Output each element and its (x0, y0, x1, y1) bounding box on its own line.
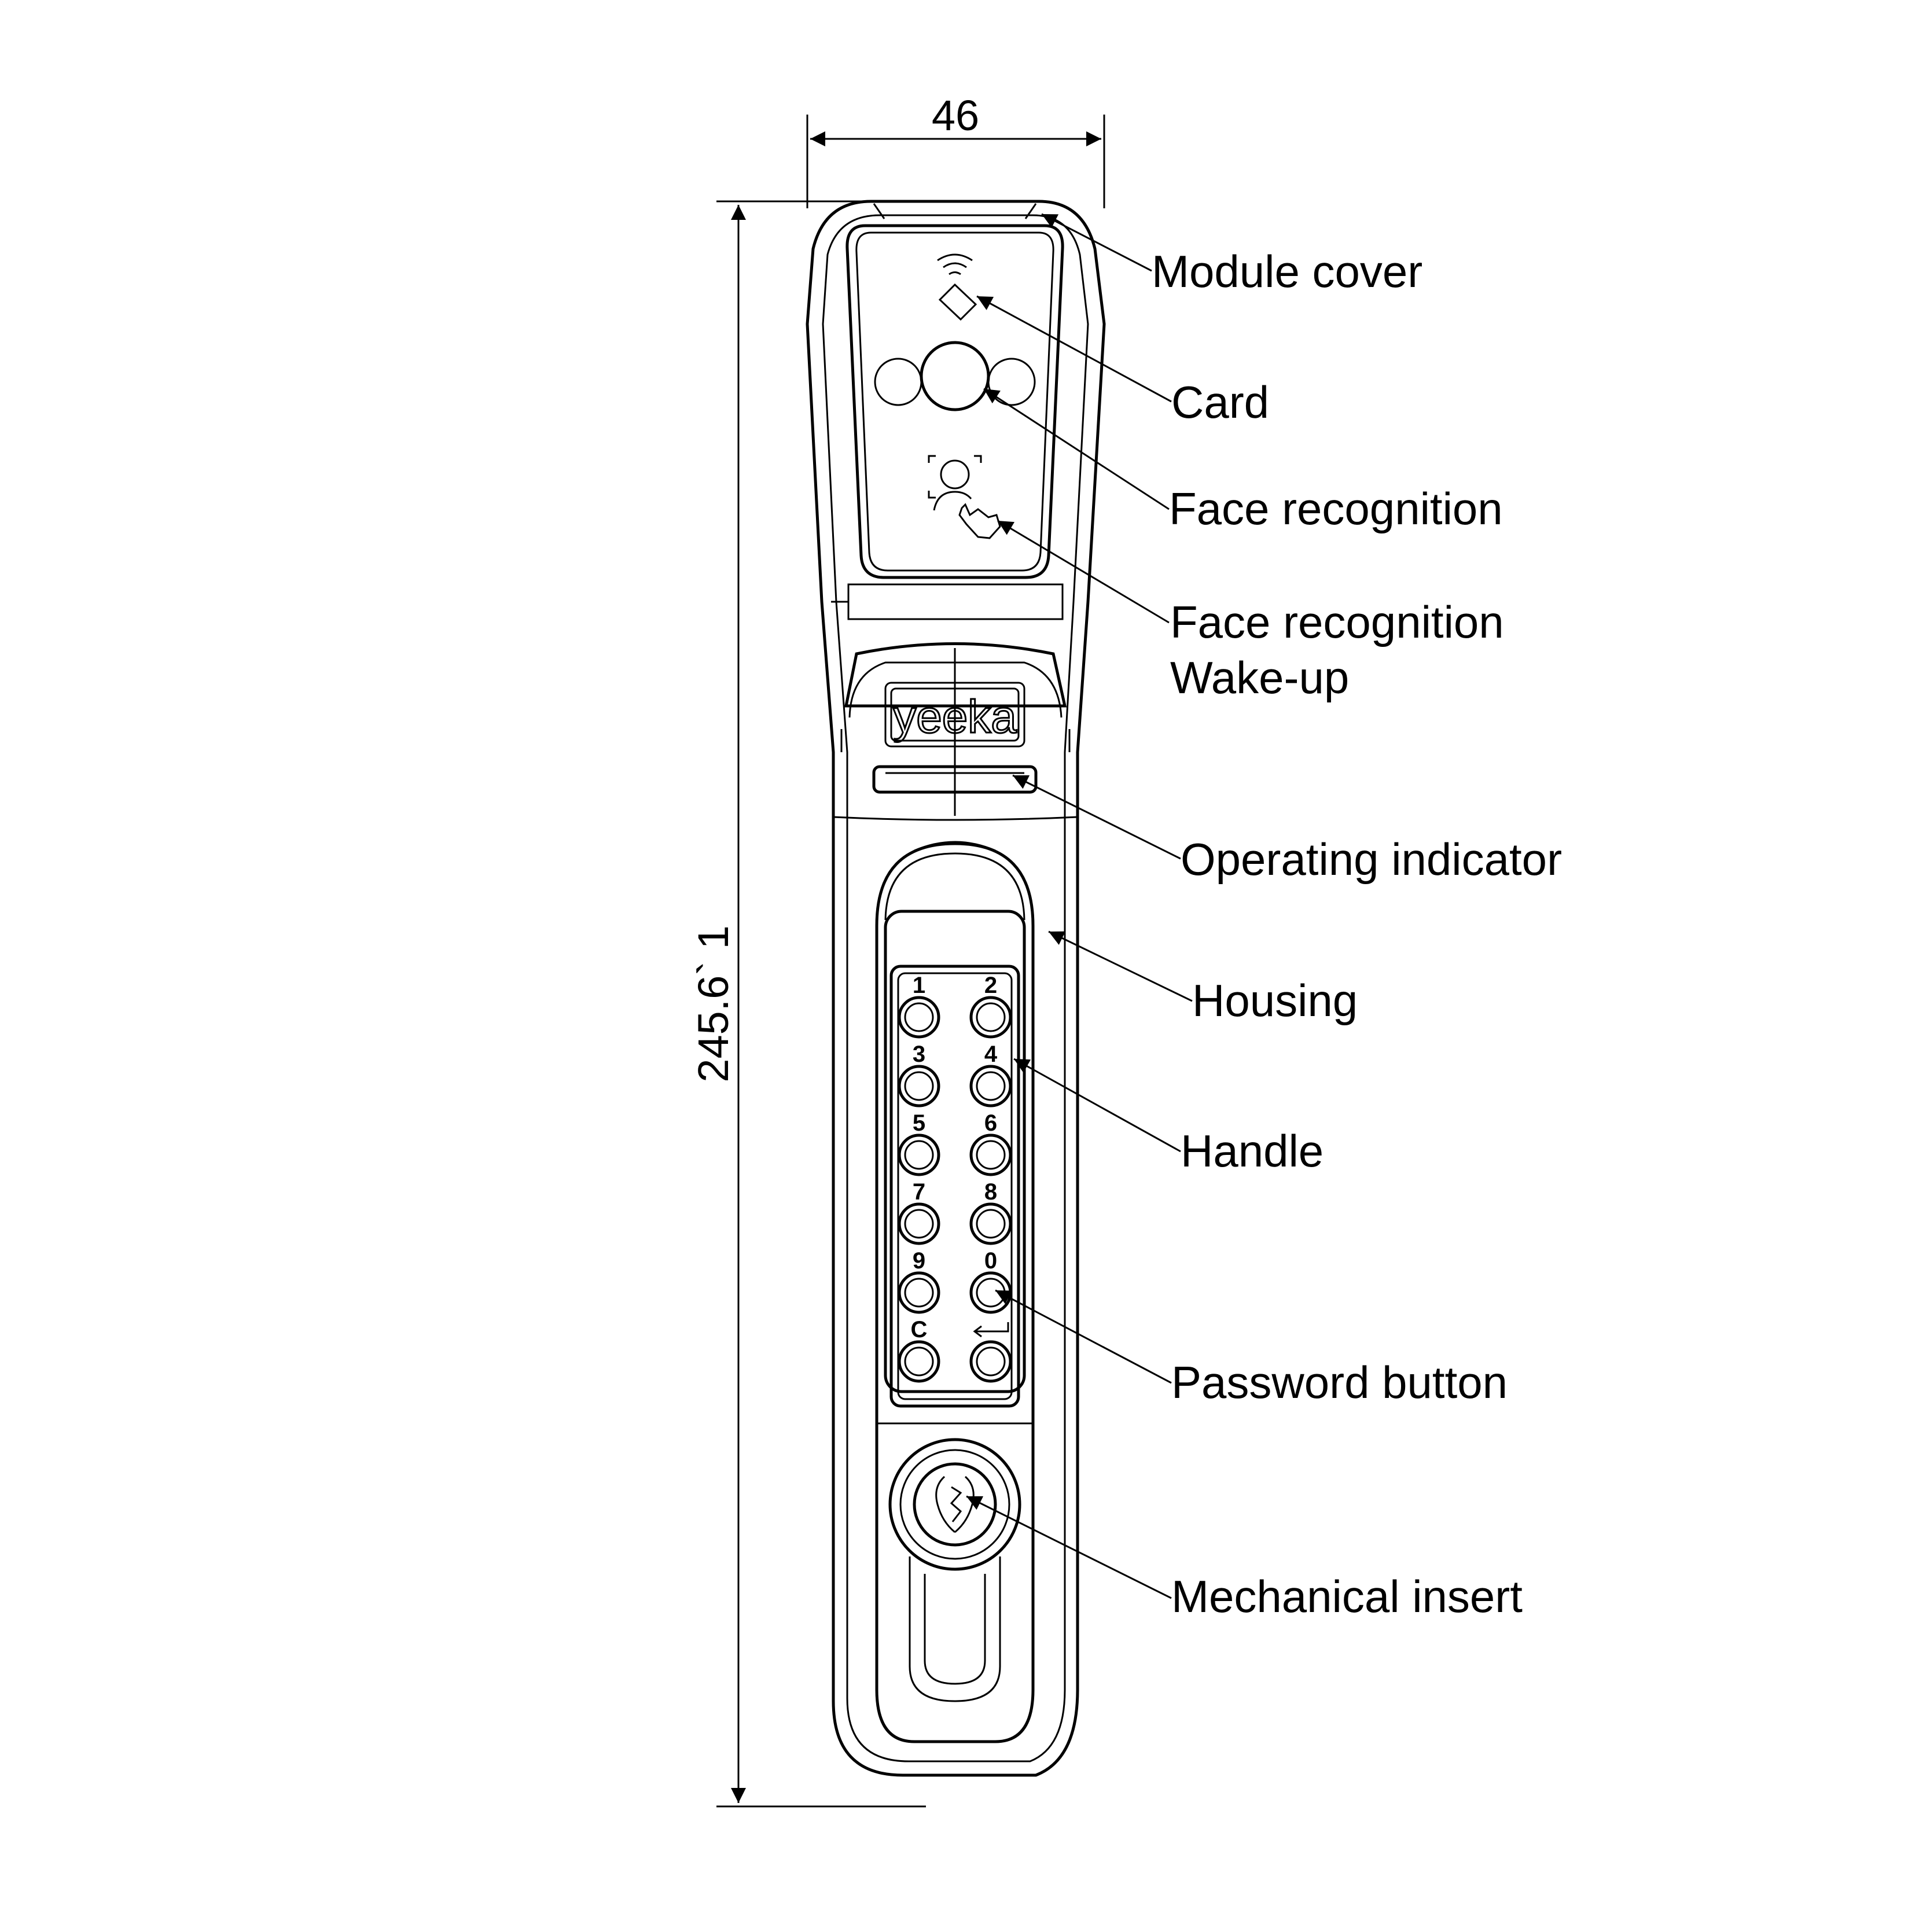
password-button-enter (969, 1322, 1012, 1383)
mechanical-insert (888, 1438, 1021, 1702)
face-scan-touch-icon (928, 455, 1001, 539)
width-dimension: 46 (806, 91, 1105, 208)
logo-area: yeeka (833, 642, 1078, 821)
key-label: 2 (984, 973, 997, 998)
key-face (904, 1278, 934, 1308)
callout-leaders (966, 213, 1193, 1599)
operating-indicator (872, 765, 1038, 794)
key-face (976, 1209, 1006, 1239)
key-label: 7 (913, 1179, 925, 1205)
key-label: 8 (984, 1179, 997, 1205)
key-ring (969, 1202, 1012, 1245)
label-mechanical-insert: Mechanical insert (1171, 1571, 1523, 1622)
enter-arrow-icon (973, 1322, 1009, 1338)
password-button-0: 0 (969, 1248, 1012, 1314)
key-ring (898, 1134, 940, 1176)
label-password-button: Password button (1171, 1357, 1508, 1408)
password-button-6: 6 (969, 1110, 1012, 1176)
keypad (889, 965, 1020, 1408)
password-button-8: 8 (969, 1179, 1012, 1245)
password-button-1: 1 (898, 973, 940, 1039)
password-button-C: C (898, 1317, 940, 1383)
key-label: 0 (984, 1248, 997, 1274)
nfc-card-icon (937, 253, 977, 321)
key-face (904, 1209, 934, 1239)
password-button-9: 9 (898, 1248, 940, 1314)
key-label: 3 (913, 1042, 925, 1067)
password-button-4: 4 (969, 1042, 1012, 1107)
key-label: C (911, 1317, 928, 1342)
key-ring (969, 996, 1012, 1039)
key-ring (898, 1271, 940, 1314)
callout-labels: Module cover Card Face recognition Face … (1152, 246, 1562, 1622)
housing (806, 200, 1106, 1777)
password-button-2: 2 (969, 973, 1012, 1039)
label-operating-indicator: Operating indicator (1181, 834, 1562, 885)
key-ring (969, 1340, 1012, 1383)
key-face (976, 1071, 1006, 1101)
key-ring (898, 996, 940, 1039)
key-label: 4 (984, 1042, 998, 1067)
key-label: 9 (913, 1248, 925, 1274)
label-face-recognition: Face recognition (1169, 483, 1503, 534)
key-face (904, 1071, 934, 1101)
key-face (976, 1346, 1006, 1377)
width-dimension-label: 46 (932, 91, 979, 139)
key-face (904, 1346, 934, 1377)
label-housing: Housing (1192, 975, 1358, 1026)
label-module-cover: Module cover (1152, 246, 1422, 297)
key-label: 5 (913, 1110, 925, 1136)
height-dimension: 245.6` 1 (689, 200, 926, 1808)
key-cylinder-icon (935, 1475, 975, 1533)
key-label: 6 (984, 1110, 997, 1136)
camera-lens-icon (874, 341, 1036, 411)
key-label: 1 (913, 973, 925, 998)
key-ring (969, 1065, 1012, 1107)
password-buttons: 1 2 3 4 5 6 7 8 9 0C (898, 973, 1012, 1383)
handle (875, 841, 1035, 1743)
password-button-5: 5 (898, 1110, 940, 1176)
key-face (904, 1002, 934, 1032)
password-button-3: 3 (898, 1042, 940, 1107)
password-button-7: 7 (898, 1179, 940, 1245)
label-handle: Handle (1181, 1125, 1324, 1176)
key-face (904, 1140, 934, 1170)
module-cover (831, 224, 1064, 620)
key-face (976, 1002, 1006, 1032)
key-ring (969, 1134, 1012, 1176)
height-dimension-label: 245.6` 1 (689, 925, 737, 1083)
key-ring (898, 1202, 940, 1245)
key-face (976, 1140, 1006, 1170)
label-card: Card (1171, 377, 1269, 428)
key-ring (898, 1065, 940, 1107)
label-face-recognition-wake-up-line1: Face recognition (1170, 597, 1504, 647)
label-face-recognition-wake-up-line2: Wake-up (1170, 652, 1349, 703)
key-ring (898, 1340, 940, 1383)
